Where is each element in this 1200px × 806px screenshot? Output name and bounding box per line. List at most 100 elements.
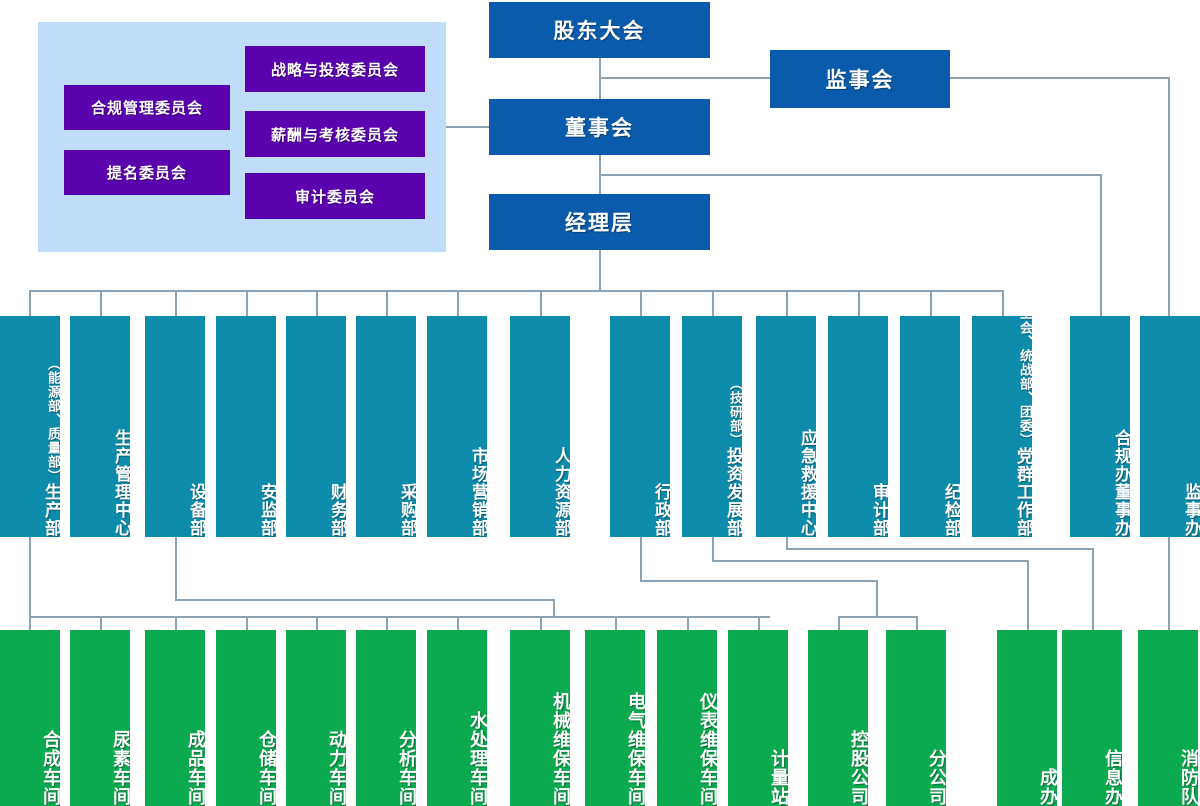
connector-drop-dept-0 [29, 290, 31, 316]
unit-label: 成办 [1038, 768, 1057, 806]
connector-equip-down [175, 537, 177, 600]
connector-unit-drop-10 [758, 616, 760, 630]
dept-administration[interactable]: 行政部 [610, 316, 670, 537]
unit-mechanical-maintenance-workshop[interactable]: 机械维保车间 [510, 630, 570, 806]
unit-label: 仪表维保车间 [698, 692, 717, 806]
unit-branch-company[interactable]: 分公司 [886, 630, 946, 806]
connector-drop-dept-12 [930, 290, 932, 316]
connector-drop-dept-2 [175, 290, 177, 316]
connector-unit-drop-6 [457, 616, 459, 630]
connector-board-compliance [599, 174, 1102, 176]
connector-maint-bus [540, 616, 770, 618]
unit-analysis-workshop[interactable]: 分析车间 [356, 630, 416, 806]
dept-investment-development[interactable]: 投资发展部 （技研部） [682, 316, 742, 537]
dept-label: 审计部 [870, 483, 888, 537]
connector-unit-drop-14 [1092, 548, 1094, 630]
dept-finance[interactable]: 财务部 [286, 316, 346, 537]
committee-compliance[interactable]: 合规管理委员会 [64, 85, 230, 130]
dept-production-sub: （能源部、质量部） [46, 357, 60, 483]
unit-label: 信息办 [1103, 749, 1122, 806]
dept-human-resources[interactable]: 人力资源部 [510, 316, 570, 537]
connector-unit-drop-5 [386, 616, 388, 630]
unit-label: 水处理车间 [468, 711, 487, 806]
connector-supervisory-right [950, 77, 1170, 79]
dept-sublabel: （工会、统战部、团委） [1018, 316, 1032, 447]
connector-unit-drop-1 [100, 616, 102, 630]
unit-electrical-maintenance-workshop[interactable]: 电气维保车间 [585, 630, 645, 806]
unit-power-workshop[interactable]: 动力车间 [286, 630, 346, 806]
connector-drop-dept-10 [786, 290, 788, 316]
node-management-layer[interactable]: 经理层 [489, 194, 710, 250]
connector-unit-drop-8 [615, 616, 617, 630]
dept-production[interactable]: 生产部 （能源部、质量部） [0, 316, 60, 537]
connector-committees-board [425, 126, 490, 128]
dept-discipline-inspection[interactable]: 纪检部 [900, 316, 960, 537]
committee-compensation-assessment[interactable]: 薪酬与考核委员会 [245, 111, 425, 157]
dept-procurement[interactable]: 采购部 [356, 316, 416, 537]
unit-storage-workshop[interactable]: 仓储车间 [216, 630, 276, 806]
connector-department-bus [29, 290, 1004, 292]
unit-label: 控股公司 [849, 730, 868, 806]
dept-audit[interactable]: 审计部 [828, 316, 888, 537]
connector-holding-to-bus [876, 580, 878, 616]
unit-water-treatment-workshop[interactable]: 水处理车间 [427, 630, 487, 806]
unit-holding-company[interactable]: 控股公司 [808, 630, 868, 806]
dept-safety-supervision[interactable]: 安监部 [216, 316, 276, 537]
dept-equipment[interactable]: 设备部 [145, 316, 205, 537]
dept-party-mass-work[interactable]: 党群工作部 （工会、统战部、团委） [972, 316, 1032, 537]
dept-label: 采购部 [398, 483, 416, 537]
dept-supervisory-office[interactable]: 监事办 [1140, 316, 1200, 537]
connector-drop-dept-13 [1002, 290, 1004, 316]
unit-synthesis-workshop[interactable]: 合成车间 [0, 630, 60, 806]
dept-production-management-center[interactable]: 生产管理中心 [70, 316, 130, 537]
connector-equip-right [175, 599, 555, 601]
connector-unit-drop-7 [540, 616, 542, 630]
connector-emg-down [786, 537, 788, 549]
connector-drop-dept-3 [246, 290, 248, 316]
connector-shareholders-board [599, 58, 601, 100]
dept-label: 纪检部 [942, 483, 960, 537]
unit-instrument-maintenance-workshop[interactable]: 仪表维保车间 [657, 630, 717, 806]
connector-management-bus [599, 250, 601, 292]
dept-emergency-rescue-center[interactable]: 应急救援中心 [756, 316, 816, 537]
committee-audit[interactable]: 审计委员会 [245, 173, 425, 219]
connector-drop-dept-6 [457, 290, 459, 316]
unit-label: 动力车间 [327, 730, 346, 806]
unit-metering-station[interactable]: 计量站 [728, 630, 788, 806]
connector-drop-dept-5 [386, 290, 388, 316]
committee-nomination[interactable]: 提名委员会 [64, 150, 230, 195]
dept-label: 行政部 [652, 483, 670, 537]
dept-label: 监事办 [1182, 483, 1200, 537]
connector-compliance-down [1100, 174, 1102, 316]
node-shareholders-meeting[interactable]: 股东大会 [489, 2, 710, 58]
connector-equip-to-bus [553, 599, 555, 616]
unit-label: 分公司 [927, 749, 946, 806]
committee-strategy-investment[interactable]: 战略与投资委员会 [245, 46, 425, 92]
node-board-of-directors[interactable]: 董事会 [489, 99, 710, 155]
dept-label: 人力资源部 [552, 447, 570, 537]
connector-workshop-bus [29, 616, 601, 618]
unit-urea-workshop[interactable]: 尿素车间 [70, 630, 130, 806]
connector-drop-dept-11 [858, 290, 860, 316]
unit-finished-product-workshop[interactable]: 成品车间 [145, 630, 205, 806]
connector-emg-right [786, 548, 1094, 550]
dept-marketing[interactable]: 市场营销部 [427, 316, 487, 537]
unit-fire-brigade[interactable]: 消防队 [1138, 630, 1198, 806]
dept-sublabel: （技研部） [728, 377, 742, 447]
unit-label: 成品车间 [186, 730, 205, 806]
dept-label: 财务部 [328, 483, 346, 537]
dept-label: 投资发展部 [724, 447, 742, 537]
connector-board-supervisory [599, 77, 771, 79]
node-supervisory-board[interactable]: 监事会 [770, 50, 950, 108]
unit-label: 电气维保车间 [626, 692, 645, 806]
connector-supervisory-down [1168, 77, 1170, 316]
connector-drop-dept-7 [540, 290, 542, 316]
unit-information-office[interactable]: 信息办 [1062, 630, 1122, 806]
connector-unit-drop-9 [687, 616, 689, 630]
dept-label: 合规办董事办 [1112, 429, 1130, 537]
unit-label: 合成车间 [41, 730, 60, 806]
unit-achievement-office[interactable]: 成办 [997, 630, 1057, 806]
dept-compliance-board-office[interactable]: 合规办董事办 [1070, 316, 1130, 537]
connector-drop-dept-4 [316, 290, 318, 316]
connector-drop-dept-9 [712, 290, 714, 316]
